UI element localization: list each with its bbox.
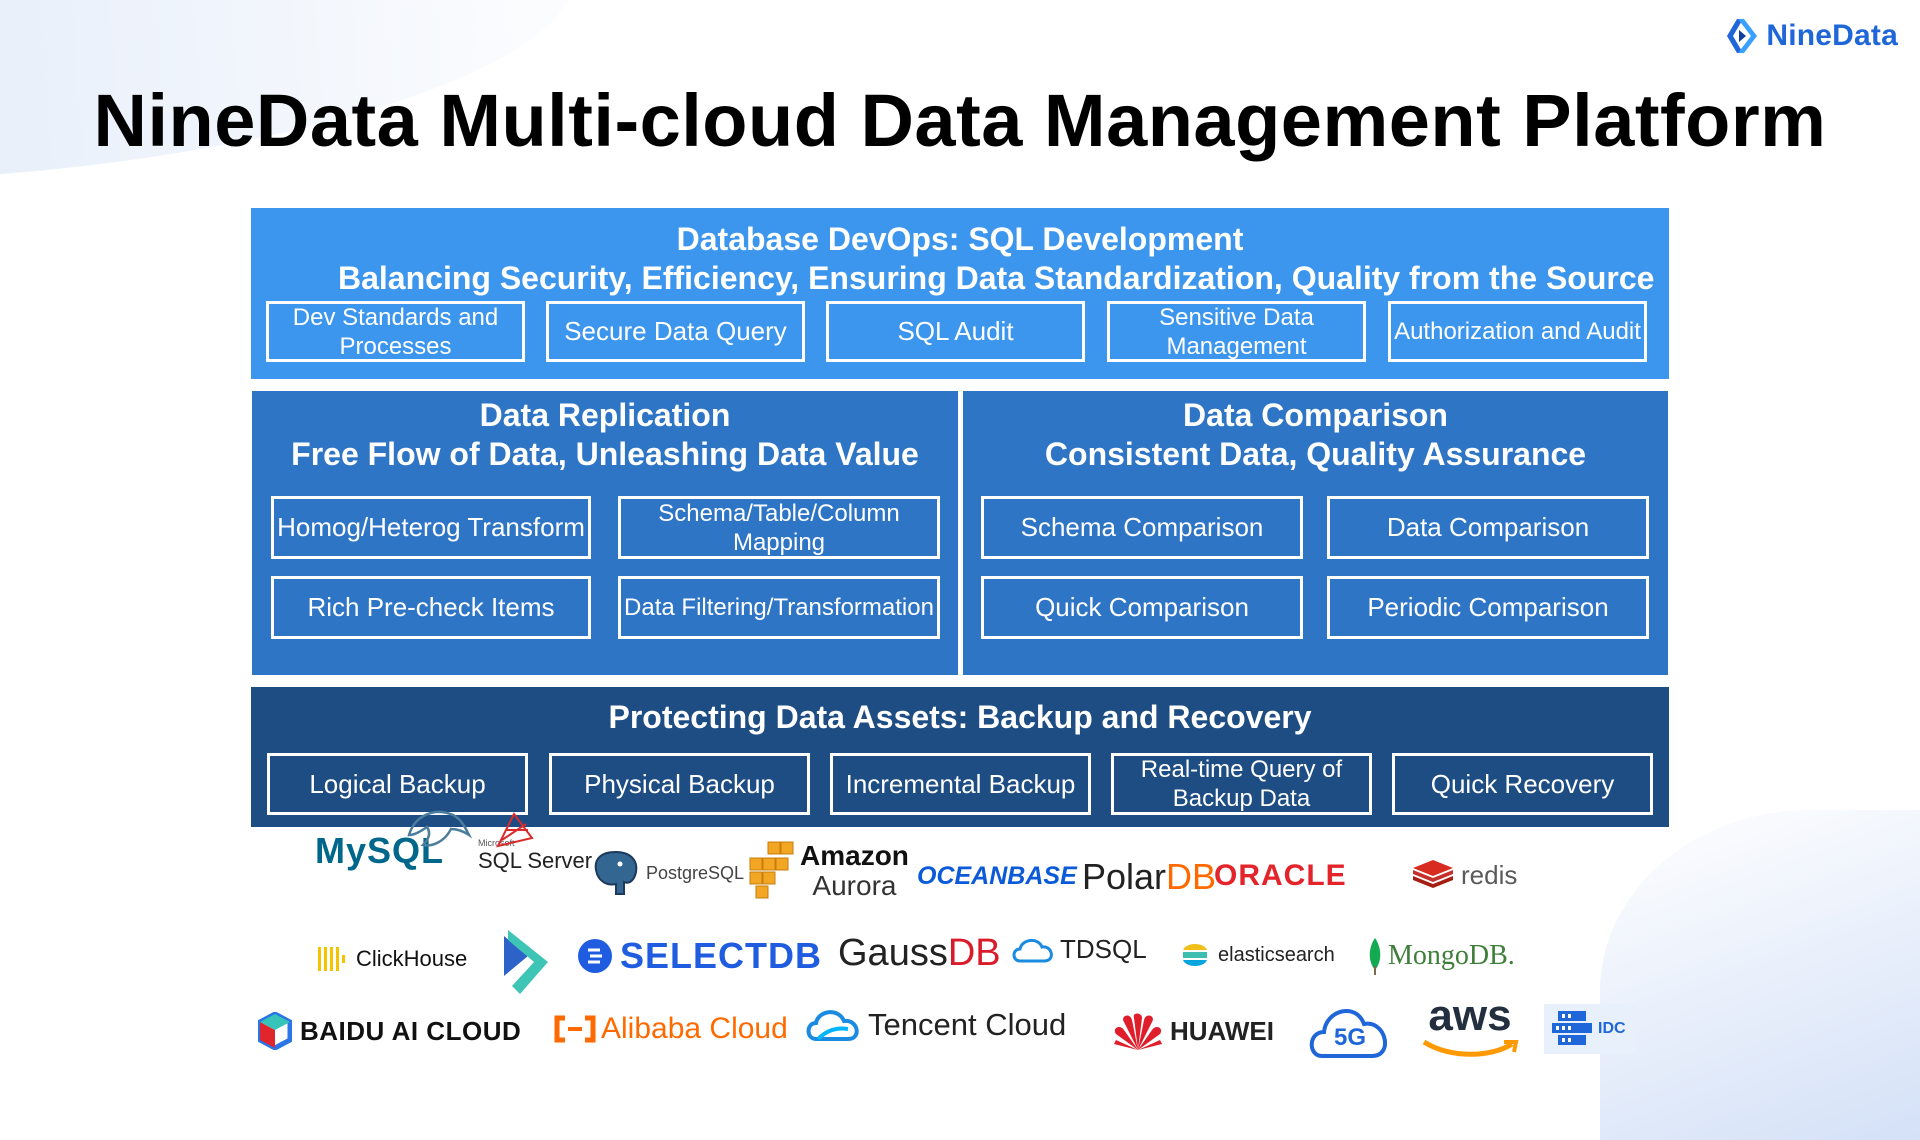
mysql-logo-text: MySQL: [315, 830, 445, 871]
backup-item-logical: Logical Backup: [267, 753, 528, 815]
devops-layer: Database DevOps: SQL Development Balanci…: [251, 208, 1669, 379]
tencent-logo-text: Tencent Cloud: [868, 1007, 1067, 1042]
replication-item-transform: Homog/Heterog Transform: [271, 496, 591, 559]
comparison-item-data: Data Comparison: [1327, 496, 1649, 559]
aws-logo: aws: [1420, 994, 1520, 1060]
aurora-logo-text-aurora: Aurora: [812, 870, 897, 901]
devops-item-sql-audit: SQL Audit: [826, 301, 1085, 362]
5g-logo-text: 5G: [1334, 1024, 1367, 1051]
sqlserver-logo-text: SQL Server: [478, 848, 593, 873]
backup-item-quick-recovery: Quick Recovery: [1392, 753, 1653, 815]
huawei-logo: HUAWEI: [1112, 1010, 1274, 1052]
gaussdb-logo: Gauss DB: [838, 932, 1001, 975]
aurora-cubes-icon: [749, 841, 794, 899]
idc-logo: IDC: [1544, 1004, 1636, 1054]
dolphin-icon: [407, 810, 473, 847]
tdsql-logo: TDSQL: [1010, 933, 1147, 965]
oceanbase-logo-text: OCEANBASE: [917, 862, 1077, 890]
baidu-logo-text: BAIDU AI CLOUD: [300, 1015, 522, 1046]
huawei-logo-text: HUAWEI: [1170, 1015, 1274, 1046]
mysql-logo: MySQL: [315, 810, 473, 872]
ninedata-logo: NineData: [1724, 16, 1898, 56]
elasticsearch-icon: [1183, 944, 1207, 966]
elasticsearch-logo: elasticsearch: [1180, 940, 1335, 970]
tdsql-cloud-icon: [1012, 939, 1053, 963]
comparison-layer: Data Comparison Consistent Data, Quality…: [963, 391, 1668, 675]
selectdb-icon: [578, 939, 612, 973]
oracle-logo-text: ORACLE: [1214, 859, 1347, 892]
baidu-ai-cloud-logo: BAIDU AI CLOUD: [258, 1012, 521, 1050]
aws-logo-text: aws: [1428, 991, 1512, 1040]
redis-logo: redis: [1411, 856, 1517, 894]
polardb-logo-text-db: DB: [1166, 856, 1217, 897]
tencent-cloud-logo: Tencent Cloud: [804, 1005, 1066, 1045]
aurora-logo-text-amazon: Amazon: [800, 840, 909, 871]
replication-item-mapping: Schema/Table/Column Mapping: [618, 496, 940, 559]
ninedata-logo-text: NineData: [1766, 19, 1898, 52]
gaussdb-logo-text-db: DB: [947, 932, 1001, 974]
devops-subheading: Balancing Security, Efficiency, Ensuring…: [338, 260, 1655, 296]
selectdb-logo-text: SELECTDB: [620, 935, 823, 976]
clickhouse-logo: ClickHouse: [318, 945, 467, 973]
mongodb-leaf-icon: [1369, 938, 1381, 975]
huawei-flower-icon: [1114, 1013, 1162, 1050]
tencent-cloud-icon: [806, 1010, 859, 1041]
oceanbase-logo: OCEANBASE: [917, 862, 1077, 891]
mongodb-logo-text: MongoDB.: [1388, 940, 1515, 971]
comparison-item-periodic: Periodic Comparison: [1327, 576, 1649, 639]
ninedata-logo-icon: [1727, 19, 1758, 53]
comparison-item-quick: Quick Comparison: [981, 576, 1303, 639]
replication-item-filtering: Data Filtering/Transformation: [618, 576, 940, 639]
gaussdb-logo-text: Gauss: [838, 932, 948, 974]
replication-item-precheck: Rich Pre-check Items: [271, 576, 591, 639]
postgresql-logo: PostgreSQL: [590, 848, 744, 898]
supported-platforms-logos: MySQL Microsoft SQL Server PostgreSQL Am…: [258, 810, 1636, 1062]
devops-heading: Database DevOps: SQL Development: [676, 221, 1244, 257]
elasticsearch-logo-text: elasticsearch: [1218, 943, 1335, 966]
devops-item-secure-data-query: Secure Data Query: [546, 301, 805, 362]
alibaba-logo-text: Alibaba Cloud: [601, 1012, 788, 1045]
selectdb-logo: SELECTDB: [576, 935, 822, 977]
baidu-cloud-icon: [258, 1012, 292, 1050]
replication-heading: Data Replication: [479, 397, 731, 433]
aws-smile-icon: [1422, 1039, 1519, 1057]
polardb-logo: Polar DB: [1082, 856, 1216, 898]
mongodb-logo: MongoDB.: [1366, 936, 1515, 976]
devops-item-dev-standards: Dev Standards and Processes: [266, 301, 525, 362]
backup-heading: Protecting Data Assets: Backup and Recov…: [608, 699, 1312, 735]
5g-logo: 5G: [1306, 998, 1396, 1062]
comparison-subheading: Consistent Data, Quality Assurance: [1044, 436, 1587, 472]
devops-item-sensitive-data: Sensitive Data Management: [1107, 301, 1366, 362]
redis-cube-icon: [1413, 860, 1453, 888]
clickhouse-bars-icon: [318, 947, 345, 971]
doris-logo-icon: [498, 922, 556, 998]
devops-item-authorization-audit: Authorization and Audit: [1388, 301, 1647, 362]
backup-item-realtime-query: Real-time Query of Backup Data: [1111, 753, 1372, 815]
comparison-heading: Data Comparison: [1183, 397, 1448, 433]
page-title: NineData Multi-cloud Data Management Pla…: [93, 79, 1827, 162]
oracle-logo: ORACLE: [1214, 859, 1347, 893]
aurora-logo: Amazon Aurora: [748, 840, 909, 902]
sqlserver-logo: Microsoft SQL Server: [478, 812, 593, 874]
replication-subheading: Free Flow of Data, Unleashing Data Value: [291, 436, 919, 472]
5g-cloud-icon: [1309, 1009, 1388, 1058]
backup-item-physical: Physical Backup: [549, 753, 810, 815]
clickhouse-logo-text: ClickHouse: [356, 946, 468, 971]
alibaba-cloud-logo: Alibaba Cloud: [553, 1012, 788, 1046]
comparison-item-schema: Schema Comparison: [981, 496, 1303, 559]
redis-logo-text: redis: [1461, 859, 1518, 890]
server-rack-icon: [1552, 1011, 1592, 1045]
idc-logo-text: IDC: [1598, 1020, 1626, 1037]
postgresql-logo-text: PostgreSQL: [646, 862, 745, 883]
backup-layer: Protecting Data Assets: Backup and Recov…: [251, 687, 1669, 827]
alibaba-cloud-icon: [554, 1015, 596, 1043]
replication-layer: Data Replication Free Flow of Data, Unle…: [252, 391, 958, 675]
polardb-logo-text: Polar: [1082, 856, 1167, 897]
sqlserver-icon: [496, 812, 534, 848]
tdsql-logo-text: TDSQL: [1060, 933, 1147, 964]
sqlserver-logo-small-text: Microsoft: [478, 838, 515, 848]
backup-item-incremental: Incremental Backup: [830, 753, 1091, 815]
elephant-icon: [594, 850, 638, 895]
